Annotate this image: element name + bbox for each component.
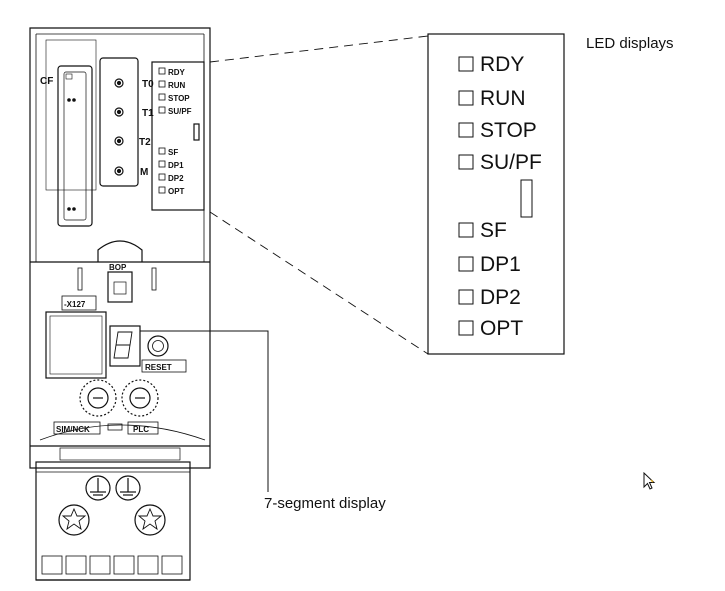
callout-led-su-pf: SU/PF: [480, 151, 542, 174]
terminal-label-t0: T0: [142, 79, 154, 90]
device-led-dp2: DP2: [168, 174, 184, 183]
bop-connector: [107, 271, 133, 303]
terminal-screw-t2: [114, 136, 124, 146]
callout-led-sf: SF: [480, 219, 507, 242]
device-led-dp1: DP1: [168, 161, 184, 170]
card-slot-inner: [63, 71, 87, 221]
device-led-stop: STOP: [168, 94, 190, 103]
housing-outline: [29, 27, 211, 469]
terminal-screw-right: [134, 504, 166, 536]
terminal-label-t1: T1: [142, 108, 154, 119]
cover-hinge: [39, 424, 206, 441]
sim-label: SIM/NCK: [56, 425, 90, 434]
reset-button: [147, 335, 169, 357]
device-led-sf: SF: [168, 148, 178, 157]
callout-line-top: [209, 35, 429, 63]
seven-segment-label: 7-segment display: [264, 495, 386, 512]
terminal-openings: [41, 555, 183, 575]
x127-label-box: [61, 295, 97, 311]
rotary-switch-left: [79, 379, 117, 417]
ground-symbols: [85, 475, 141, 501]
callout-line-bottom: [209, 211, 429, 355]
plc-label: PLC: [133, 425, 149, 434]
led-callout-panel: [427, 33, 565, 355]
seven-segment-digit: [113, 331, 133, 359]
callout-led-dp1: DP1: [480, 253, 521, 276]
device-su-pf-bar: [193, 123, 200, 141]
callout-led-opt: OPT: [480, 317, 523, 340]
callout-led-boxes: [458, 56, 474, 336]
x127-port: [45, 311, 107, 379]
card-slot: [57, 65, 93, 227]
terminal-strip: [99, 57, 139, 187]
device-led-opt: OPT: [168, 187, 185, 196]
x127-label: -X127: [64, 300, 86, 309]
device-led-panel: [151, 61, 205, 211]
led-displays-label: LED displays: [586, 35, 674, 52]
device-led-su-pf: SU/PF: [168, 107, 192, 116]
terminal-screw-t1: [114, 107, 124, 117]
bop-latch: [97, 240, 143, 262]
terminal-label-m: M: [140, 167, 148, 178]
rotary-switch-right: [121, 379, 159, 417]
seven-segment-housing: [109, 325, 141, 367]
side-label-cf: CF: [40, 76, 53, 87]
callout-led-dp2: DP2: [480, 286, 521, 309]
device-led-rdy: RDY: [168, 68, 186, 77]
card-frame: [45, 39, 97, 191]
device-led-boxes: [158, 67, 166, 194]
terminal-screw-t0: [114, 78, 124, 88]
callout-led-rdy: RDY: [480, 53, 524, 76]
callout-led-run: RUN: [480, 87, 526, 110]
seven-segment-leader-line: [140, 330, 269, 492]
terminal-screw-left: [58, 504, 90, 536]
bop-label: BOP: [109, 263, 127, 272]
callout-led-stop: STOP: [480, 119, 537, 142]
reset-label: RESET: [145, 363, 172, 372]
callout-su-pf-bar: [520, 179, 533, 218]
sim-label-box: [53, 421, 101, 435]
terminal-label-t2: T2: [139, 137, 151, 148]
terminal-screw-m: [114, 166, 124, 176]
mouse-pointer-icon: [643, 472, 656, 490]
device-led-run: RUN: [168, 81, 186, 90]
reset-label-box: [141, 359, 187, 373]
